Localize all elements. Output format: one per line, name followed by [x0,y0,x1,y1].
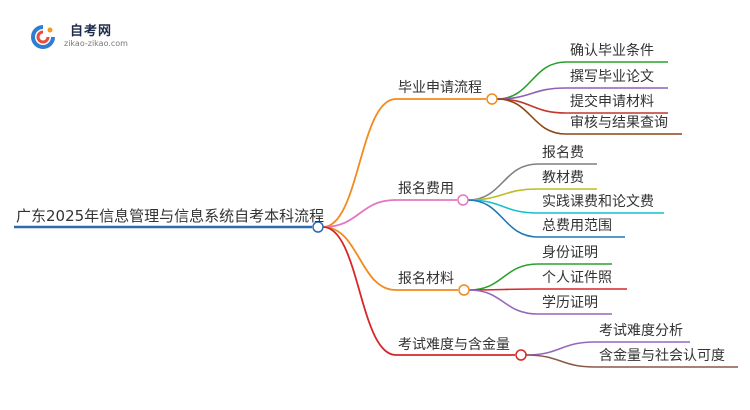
leaf-link-1-1 [496,61,567,100]
branch-node-circle-1 [486,93,498,105]
leaf-link-4-2 [525,354,596,368]
leaf-label-3-1[interactable]: 身份证明 [542,245,598,261]
leaf-label-2-3[interactable]: 实践课费和论文费 [542,194,654,210]
branch-link-3 [322,226,397,291]
leaf-label-4-2[interactable]: 含金量与社会认可度 [599,348,725,364]
root-node-circle [312,221,324,233]
leaf-link-3-1 [468,263,539,291]
leaf-label-1-3[interactable]: 提交申请材料 [570,94,654,110]
leaf-label-3-3[interactable]: 学历证明 [542,295,598,311]
leaf-link-2-4 [467,199,539,238]
branch-link-4 [322,226,397,356]
leaf-label-2-4[interactable]: 总费用范围 [542,218,612,234]
branch-node-circle-2 [457,194,469,206]
leaf-link-4-1 [525,341,596,356]
leaf-link-2-1 [467,163,539,201]
leaf-label-4-1[interactable]: 考试难度分析 [599,323,683,339]
branch-link-1 [322,98,397,228]
logo-badge-icon [31,25,55,49]
branch-label-3[interactable]: 报名材料 [398,271,454,287]
branch-link-2 [322,199,397,228]
branch-label-4[interactable]: 考试难度与含金量 [398,337,510,353]
leaf-label-1-1[interactable]: 确认毕业条件 [570,43,654,59]
branch-label-1[interactable]: 毕业申请流程 [398,80,482,96]
site-logo[interactable]: 自考网 zikao-zikao.com [30,18,140,58]
leaf-link-1-4 [496,98,567,135]
logo-title: 自考网 [70,24,113,39]
leaf-link-1-3 [496,98,567,114]
leaf-label-3-2[interactable]: 个人证件照 [542,270,612,286]
root-node-label[interactable]: 广东2025年信息管理与信息系统自考本科流程 [16,207,325,225]
branch-node-circle-3 [458,284,470,296]
logo-subtitle: zikao-zikao.com [64,39,128,48]
leaf-label-2-1[interactable]: 报名费 [542,145,584,161]
leaf-label-1-2[interactable]: 撰写毕业论文 [570,69,654,85]
leaf-label-1-4[interactable]: 审核与结果查询 [570,115,668,131]
leaf-label-2-2[interactable]: 教材费 [542,170,584,186]
branch-node-circle-4 [515,349,527,361]
branch-label-2[interactable]: 报名费用 [398,181,454,197]
leaf-link-3-3 [468,289,539,315]
